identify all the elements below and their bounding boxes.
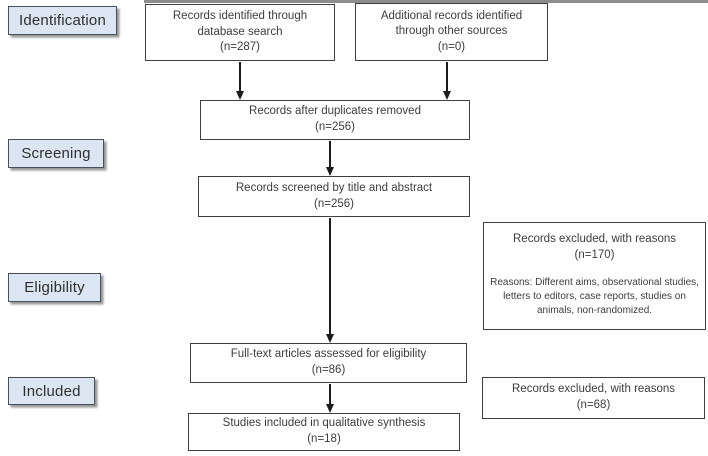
box-records-excluded-screening: Records excluded, with reasons (n=170) R… bbox=[483, 222, 706, 330]
stage-label-text: Included bbox=[22, 382, 81, 400]
box-text: Additional records identified through ot… bbox=[380, 9, 523, 38]
box-count: (n=0) bbox=[437, 40, 466, 53]
box-records-excluded-fulltext: Records excluded, with reasons (n=68) bbox=[482, 377, 705, 419]
box-additional-records-other-sources: Additional records identified through ot… bbox=[355, 3, 548, 61]
box-text: Full-text articles assessed for eligibil… bbox=[230, 348, 427, 361]
box-count: (n=256) bbox=[315, 121, 355, 133]
box-count: (n=68) bbox=[576, 399, 611, 411]
stage-label-identification: Identification bbox=[8, 6, 117, 35]
box-fulltext-assessed-eligibility: Full-text articles assessed for eligibil… bbox=[190, 343, 467, 383]
arrow-down-icon bbox=[325, 218, 335, 343]
arrow-down-icon bbox=[442, 62, 452, 100]
box-text: Records excluded, with reasons bbox=[513, 233, 676, 245]
box-count: (n=18) bbox=[307, 433, 341, 445]
stage-label-text: Eligibility bbox=[24, 279, 85, 296]
box-records-screened-title-abstract: Records screened by title and abstract (… bbox=[198, 176, 470, 217]
box-count: (n=170) bbox=[574, 248, 615, 261]
arrow-down-icon bbox=[235, 62, 245, 100]
stage-label-text: Identification bbox=[18, 12, 107, 29]
box-text: Studies included in qualitative synthesi… bbox=[222, 417, 426, 430]
box-count: (n=287) bbox=[220, 41, 260, 54]
box-records-after-duplicates-removed: Records after duplicates removed (n=256) bbox=[200, 100, 470, 140]
box-text: Records identified through database sear… bbox=[172, 10, 308, 38]
top-border-artifact bbox=[144, 0, 708, 3]
arrow-down-icon bbox=[325, 384, 335, 413]
stage-label-included: Included bbox=[8, 377, 95, 405]
box-records-identified-database: Records identified through database sear… bbox=[145, 4, 335, 61]
box-text: Records excluded, with reasons bbox=[512, 383, 675, 396]
box-text: Records screened by title and abstract bbox=[235, 181, 433, 194]
box-exclusion-reasons: Reasons: Different aims, observational s… bbox=[490, 277, 699, 316]
box-studies-included-qualitative-synthesis: Studies included in qualitative synthesi… bbox=[188, 413, 460, 451]
box-text: Records after duplicates removed bbox=[249, 105, 421, 118]
stage-label-screening: Screening bbox=[8, 139, 104, 168]
stage-label-text: Screening bbox=[21, 145, 91, 162]
box-count: (n=256) bbox=[314, 197, 354, 210]
box-count: (n=86) bbox=[311, 364, 346, 376]
stage-label-eligibility: Eligibility bbox=[8, 273, 101, 302]
arrow-down-icon bbox=[325, 141, 335, 176]
